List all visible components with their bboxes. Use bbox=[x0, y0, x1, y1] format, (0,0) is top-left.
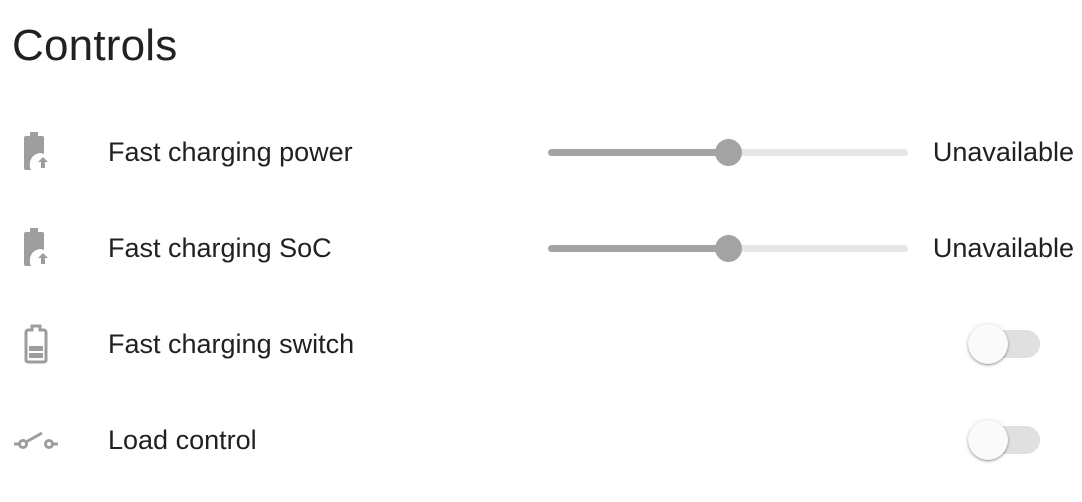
battery-charging-upload-icon bbox=[14, 130, 58, 174]
row-label: Fast charging SoC bbox=[108, 233, 332, 263]
entity-row-fast-charging-switch: Fast charging switch bbox=[0, 294, 1082, 390]
state-value: Unavailable bbox=[932, 137, 1074, 167]
fast-charging-switch-toggle[interactable] bbox=[966, 324, 1042, 364]
battery-medium-icon bbox=[14, 322, 58, 366]
entity-row-fast-charging-soc: Fast charging SoC Unavailable bbox=[0, 198, 1082, 294]
card-title: Controls bbox=[12, 21, 178, 70]
slider-fill bbox=[548, 149, 728, 156]
row-label: Load control bbox=[108, 425, 257, 455]
fast-charging-soc-slider[interactable] bbox=[548, 234, 908, 262]
load-control-toggle[interactable] bbox=[966, 420, 1042, 460]
fast-charging-power-slider[interactable] bbox=[548, 138, 908, 166]
electric-switch-icon bbox=[14, 418, 58, 462]
battery-charging-upload-icon bbox=[14, 226, 58, 270]
toggle-knob[interactable] bbox=[968, 324, 1008, 364]
entity-row-fast-charging-power: Fast charging power Unavailable bbox=[0, 102, 1082, 198]
row-label: Fast charging power bbox=[108, 137, 353, 167]
state-value: Unavailable bbox=[932, 233, 1074, 263]
toggle-knob[interactable] bbox=[968, 420, 1008, 460]
slider-thumb[interactable] bbox=[715, 139, 742, 166]
row-label: Fast charging switch bbox=[108, 329, 355, 359]
entity-row-load-control: Load control bbox=[0, 390, 1082, 486]
slider-thumb[interactable] bbox=[715, 235, 742, 262]
slider-fill bbox=[548, 245, 728, 252]
